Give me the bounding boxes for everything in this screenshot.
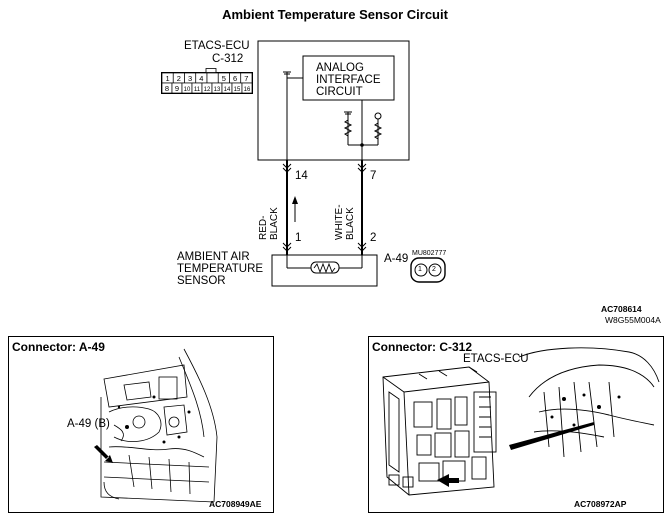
ecu-pin-number: 9 xyxy=(175,84,179,93)
ecu-pin-number: 15 xyxy=(234,87,241,93)
ecu-pin-14: 14 xyxy=(295,170,308,182)
interface-label-1: ANALOG xyxy=(316,62,364,74)
circuit-schematic xyxy=(257,40,446,287)
sensor-label-2: TEMPERATURE xyxy=(177,263,264,275)
sensor-label-1: AMBIENT AIR xyxy=(177,251,250,263)
diagram-title: Ambient Temperature Sensor Circuit xyxy=(222,7,448,22)
diagram-subcode: W8G55M004A xyxy=(605,315,661,325)
ecu-pin-number: 5 xyxy=(222,74,226,83)
ecu-pin-number: 1 xyxy=(166,74,170,83)
ecu-pin-number: 11 xyxy=(194,87,201,93)
ecu-illustration xyxy=(382,347,660,496)
ecu-box xyxy=(257,40,410,161)
engine-bay-illustration xyxy=(94,348,218,503)
sensor-connector-pin-2: 2 xyxy=(432,266,436,273)
panel-left-code: AC708949AE xyxy=(209,499,262,509)
panel-connector-c312: Connector: C-312 ETACS-ECU xyxy=(368,336,664,513)
ecu-pin-number: 7 xyxy=(244,74,248,83)
sensor-pin-1: 1 xyxy=(295,232,302,244)
ecu-name: ETACS-ECU xyxy=(184,40,250,52)
ecu-pin-number: 8 xyxy=(165,84,169,93)
sensor-part-number: MU802777 xyxy=(412,250,447,257)
interface-label-3: CIRCUIT xyxy=(316,86,363,98)
ecu-pin-number: 2 xyxy=(177,74,181,83)
panel-connector-a49: Connector: A-49 A-49 (B) AC708949AE xyxy=(8,336,274,513)
pointer-wedge xyxy=(509,422,594,450)
ecu-pin-number: 14 xyxy=(224,87,231,93)
sensor-box xyxy=(271,254,378,287)
wire-color-right: WHITE-BLACK xyxy=(334,204,356,240)
ecu-pin-number: 4 xyxy=(199,74,203,83)
ecu-pin-number: 10 xyxy=(184,87,191,93)
sensor-label-3: SENSOR xyxy=(177,275,226,287)
sensor-connector-id: A-49 xyxy=(384,253,409,265)
diagram-code: AC708614 xyxy=(601,304,642,314)
sensor-pin-2: 2 xyxy=(370,232,377,244)
panel-right-subtitle: ETACS-ECU xyxy=(463,353,529,365)
ecu-pin-number: 6 xyxy=(233,74,237,83)
panel-left-callout: A-49 (B) xyxy=(67,418,110,430)
ecu-pin-7: 7 xyxy=(370,170,377,182)
callout-arrow-left xyxy=(94,445,113,463)
ecu-pin-number: 12 xyxy=(204,87,211,93)
panel-right-code: AC708972AP xyxy=(574,499,627,509)
ecu-pin-number: 3 xyxy=(188,74,192,83)
interface-label-2: INTERFACE xyxy=(316,74,381,86)
panel-left-title: Connector: A-49 xyxy=(12,340,105,354)
callout-arrow-right xyxy=(437,474,459,487)
ecu-connector-id: C-312 xyxy=(212,53,244,65)
wire-color-left: RED-BLACK xyxy=(258,207,280,240)
ecu-pin-number: 16 xyxy=(244,87,251,93)
ecu-pin-number: 13 xyxy=(214,87,221,93)
panel-right-title: Connector: C-312 xyxy=(372,340,473,354)
sensor-connector-pin-1: 1 xyxy=(418,266,422,273)
ecu-pin-cell xyxy=(241,82,253,94)
